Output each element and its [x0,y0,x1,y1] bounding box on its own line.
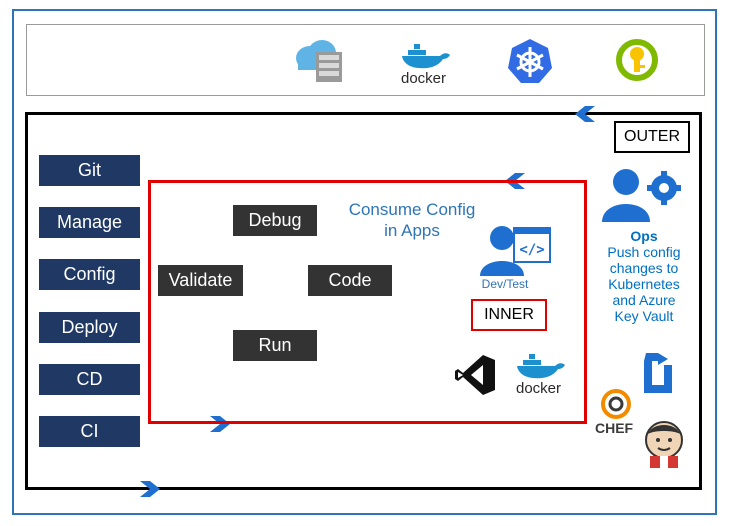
consume-line-1: Consume Config [348,200,476,219]
step-debug: Debug [233,205,317,236]
docker-label: docker [401,70,447,87]
stage-git: Git [39,155,140,186]
diagram-frame [12,9,717,515]
stage-cd: CD [39,364,140,395]
ops-line-4: and Azure [612,292,676,308]
consume-line-2: in Apps [384,221,440,240]
devtest-label: Dev/Test [481,277,529,291]
inner-loop-box [148,180,587,424]
platform-bar [26,24,705,96]
cloud-server-icon [296,40,342,82]
outer-loop-box [25,112,702,490]
ops-line-1: Push config [607,244,681,260]
visual-studio-icon [455,355,495,395]
chevron-left-icon [575,106,595,122]
outer-label: OUTER [614,121,690,153]
azure-devops-icon [644,353,672,393]
step-validate: Validate [158,265,243,296]
kubernetes-icon [508,39,552,83]
ops-user-gear-icon [602,169,681,222]
developer-code-icon: </> [480,226,551,276]
docker-icon [402,44,450,69]
ops-title: Ops [630,228,658,244]
docker-icon [517,354,565,379]
stage-manage: Manage [39,207,140,238]
ops-description: Ops Push config changes to Kubernetes an… [598,228,690,324]
ops-line-3: Kubernetes [608,276,680,292]
consume-config-text: Consume Config in Apps [340,199,484,241]
stage-config: Config [39,259,140,290]
docker-label: docker [516,380,562,397]
svg-text:</>: </> [519,242,544,258]
step-code: Code [308,265,392,296]
ops-line-5: Key Vault [614,308,674,324]
key-vault-icon [616,39,658,81]
jenkins-icon [645,421,683,468]
ops-line-2: changes to [609,260,679,276]
chevron-right-icon [140,481,160,497]
inner-label: INNER [471,299,547,331]
chef-label: CHEF [595,420,634,436]
chef-icon [601,389,631,419]
stage-deploy: Deploy [39,312,140,343]
chevron-right-icon [210,416,230,432]
step-run: Run [233,330,317,361]
stage-ci: CI [39,416,140,447]
